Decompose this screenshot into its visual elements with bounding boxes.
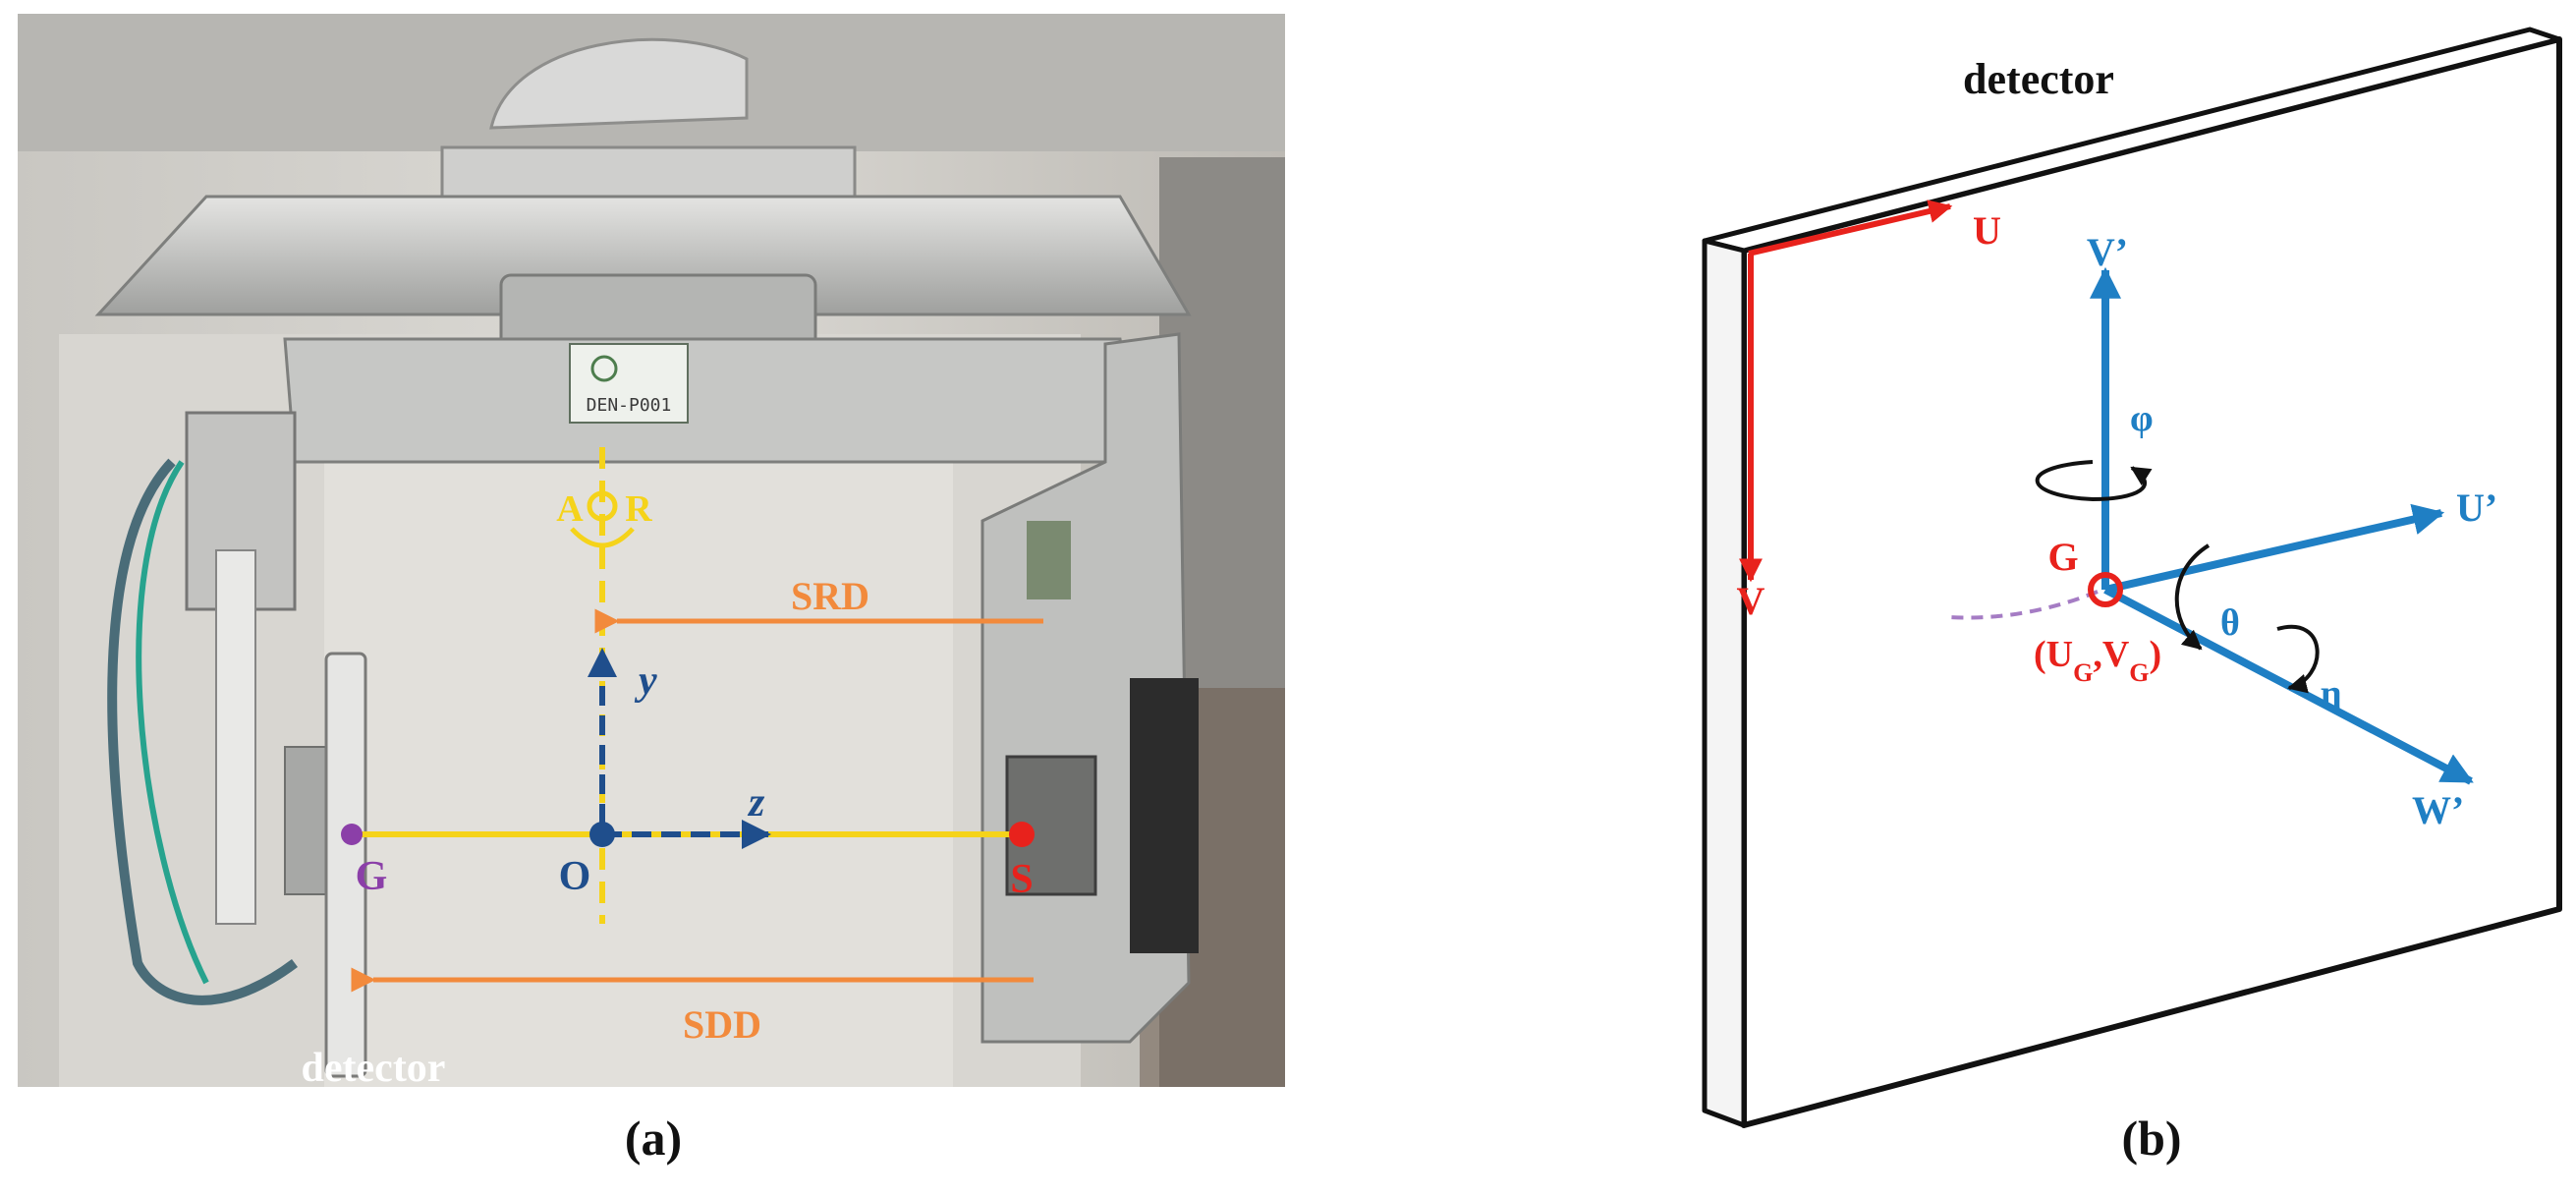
aor-ring: [587, 490, 618, 522]
u-prime-axis-arrow: [2104, 503, 2445, 594]
phi-label: φ: [2130, 398, 2154, 439]
theta-label: θ: [2220, 602, 2240, 644]
theta-rotation-arrow: [2174, 543, 2211, 651]
srd-label: SRD: [791, 574, 869, 618]
point-g-label: G: [356, 854, 388, 899]
phi-rotation-arrow: [2035, 460, 2153, 502]
u-axis-arrow: [1748, 200, 1953, 256]
aor-label-r: R: [625, 488, 652, 530]
detector-label-a: detector: [302, 1046, 446, 1091]
g-coordinate-label: (UG,VG): [2034, 634, 2161, 687]
point-g-b-marker: [2088, 572, 2123, 607]
point-o-label: O: [559, 854, 591, 899]
u-label: U: [1973, 208, 2001, 253]
eta-rotation-arrow: [2276, 624, 2320, 694]
point-o-marker: [589, 822, 615, 847]
point-s-label: S: [1010, 857, 1033, 902]
z-axis-label: z: [747, 780, 765, 826]
u-prime-label: U’: [2456, 485, 2497, 530]
w-prime-label: W’: [2412, 788, 2464, 832]
geometry-overlay: A R SRD y z G O S SDD detector: [302, 447, 1043, 1091]
v-label: V: [1737, 579, 1765, 623]
panel-a: DEN-P001 A R SRD: [18, 14, 1285, 1166]
panel-b: detector U V V’ U’ W’ φ θ η G (UG,VG) (b…: [1702, 27, 2562, 1166]
aor-label-a: A: [556, 488, 584, 530]
caption-a: (a): [625, 1111, 682, 1166]
point-g-b-label: G: [2047, 535, 2078, 579]
caption-b: (b): [2121, 1111, 2181, 1166]
aor-rotation-arc: [570, 527, 635, 548]
detector-label-b: detector: [1963, 55, 2114, 103]
eta-label: η: [2321, 673, 2342, 714]
point-s-marker: [1009, 822, 1035, 847]
detector-board-side-edge: [1702, 238, 1747, 1128]
v-prime-label: V’: [2087, 230, 2128, 274]
gantry-plate-label: DEN-P001: [587, 395, 672, 416]
point-g-marker: [341, 824, 363, 845]
sdd-label: SDD: [683, 1002, 761, 1047]
